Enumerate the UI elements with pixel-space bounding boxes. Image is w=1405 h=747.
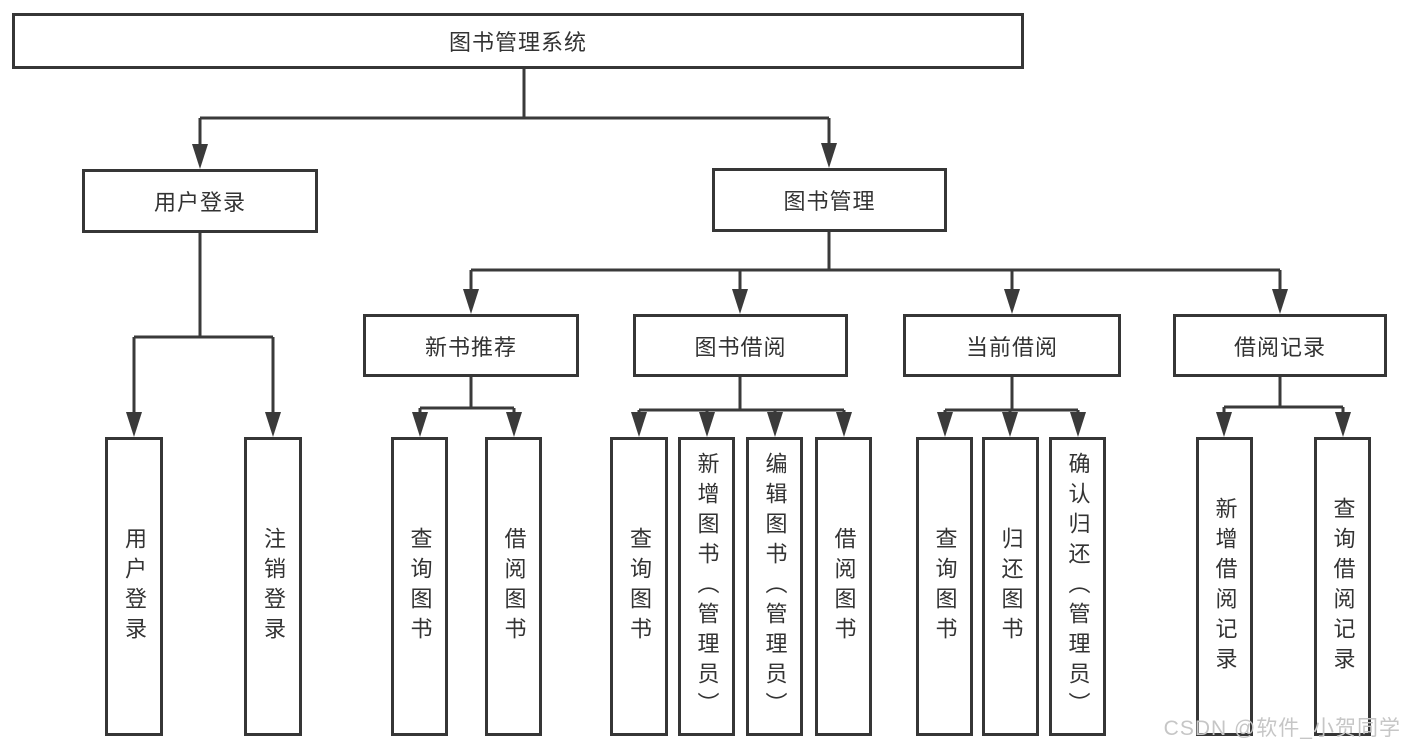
- node-label: 图书借阅: [694, 334, 787, 360]
- arrowhead: [265, 412, 281, 437]
- node-book-borrow: 图书借阅: [633, 314, 848, 377]
- connector-borrow-to-leaves: [631, 377, 852, 437]
- arrowhead: [1335, 412, 1351, 437]
- node-label: 用户登录: [153, 190, 246, 215]
- leaf-logout: 注销登录: [244, 437, 302, 736]
- connector-records-to-leaves: [1216, 377, 1351, 437]
- arrowhead: [937, 412, 953, 437]
- node-root: 图书管理系统: [12, 13, 1024, 69]
- arrowhead: [463, 289, 479, 314]
- leaf-records-query-record: 查询借阅记录: [1314, 437, 1371, 736]
- leaf-borrow-query-books: 查询图书: [610, 437, 668, 736]
- connector-current-to-leaves: [937, 377, 1086, 437]
- arrowhead: [1004, 289, 1020, 314]
- arrowhead: [631, 412, 647, 437]
- node-label: 借阅记录: [1233, 334, 1326, 360]
- arrowhead: [836, 412, 852, 437]
- connector-mgmt-to-level3: [463, 232, 1288, 314]
- node-borrow-records: 借阅记录: [1173, 314, 1387, 377]
- node-label: 当前借阅: [965, 334, 1058, 360]
- node-label: 查询借阅记录: [1330, 496, 1356, 677]
- node-label: 查询图书: [407, 526, 433, 647]
- arrowhead: [1070, 412, 1086, 437]
- arrowhead: [1002, 412, 1018, 437]
- leaf-borrow-add-books-admin: 新增图书（管理员）: [678, 437, 735, 736]
- node-book-management: 图书管理: [712, 168, 947, 232]
- arrowhead: [1216, 412, 1232, 437]
- node-label: 用户登录: [122, 526, 147, 647]
- leaf-recommend-query-books: 查询图书: [391, 437, 448, 736]
- leaf-borrow-borrow-books: 借阅图书: [815, 437, 872, 736]
- leaf-current-query-books: 查询图书: [916, 437, 973, 736]
- arrowhead: [821, 143, 837, 168]
- node-current-borrow: 当前借阅: [903, 314, 1121, 377]
- node-label: 编辑图书（管理员）: [762, 451, 788, 722]
- arrowhead: [699, 412, 715, 437]
- arrowhead: [767, 412, 783, 437]
- leaf-current-confirm-return-admin: 确认归还（管理员）: [1049, 437, 1106, 736]
- arrowhead: [506, 412, 522, 437]
- node-label: 借阅图书: [831, 526, 857, 647]
- node-label: 注销登录: [261, 526, 286, 647]
- leaf-recommend-borrow-books: 借阅图书: [485, 437, 542, 736]
- connector-login-to-leaves: [126, 232, 281, 437]
- connector-recommend-to-leaves: [412, 377, 522, 437]
- leaf-borrow-edit-books-admin: 编辑图书（管理员）: [746, 437, 803, 736]
- connector-root-to-level2: [192, 69, 837, 169]
- node-new-book-recommend: 新书推荐: [363, 314, 579, 377]
- leaf-records-add-record: 新增借阅记录: [1196, 437, 1253, 736]
- node-label: 查询图书: [932, 526, 958, 647]
- node-label: 查询图书: [627, 526, 652, 647]
- node-label: 图书管理系统: [448, 30, 587, 55]
- node-label: 新增图书（管理员）: [694, 451, 720, 722]
- node-label: 图书管理: [783, 189, 876, 214]
- arrowhead: [192, 144, 208, 169]
- arrowhead: [732, 289, 748, 314]
- node-user-login: 用户登录: [82, 169, 318, 233]
- node-label: 归还图书: [998, 526, 1024, 647]
- leaf-user-login: 用户登录: [105, 437, 163, 736]
- arrowhead: [1272, 289, 1288, 314]
- node-label: 新书推荐: [424, 334, 517, 360]
- arrowhead: [412, 412, 428, 437]
- leaf-current-return-books: 归还图书: [982, 437, 1039, 736]
- watermark: CSDN @软件_小贺同学: [1163, 717, 1401, 740]
- node-label: 新增借阅记录: [1212, 496, 1238, 677]
- arrowhead: [126, 412, 142, 437]
- node-label: 确认归还（管理员）: [1065, 451, 1091, 722]
- node-label: 借阅图书: [501, 526, 527, 647]
